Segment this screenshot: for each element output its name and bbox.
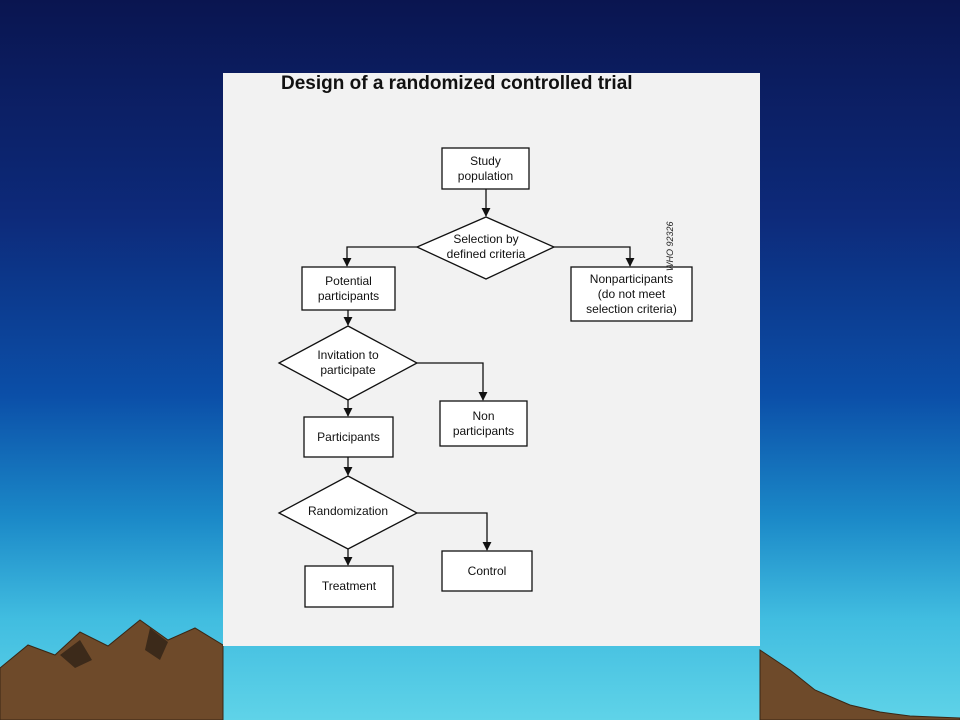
label-control: Control	[467, 563, 507, 578]
label-non-participants: Non participants	[452, 408, 515, 438]
label-nonparticipants: Nonparticipants (do not meet selection c…	[586, 271, 677, 316]
mountain-shadow	[60, 640, 92, 668]
label-potential-participants: Potential participants	[317, 273, 380, 303]
diagram-title: Design of a randomized controlled trial	[281, 73, 633, 94]
label-treatment: Treatment	[321, 579, 377, 593]
who-stamp: WHO 92326	[665, 221, 675, 271]
box-participants	[303, 416, 394, 458]
label-participants: Participants	[317, 429, 380, 444]
box-treatment	[304, 565, 394, 608]
connectors	[342, 189, 635, 566]
mountain-range-right	[759, 649, 960, 720]
label-randomization: Randomization	[307, 503, 389, 518]
label-invitation: Invitation to participate	[317, 348, 379, 377]
box-nonparticipants	[570, 266, 693, 322]
box-potential-participants	[301, 266, 396, 311]
diagram-card: Design of a randomized controlled trial …	[223, 73, 760, 646]
diamond-selection	[415, 216, 556, 280]
mountain-shadow-2	[145, 628, 168, 660]
flowchart-canvas	[277, 147, 693, 608]
label-selection: Selection by defined criteria	[446, 232, 526, 261]
box-control	[441, 550, 533, 592]
box-non-participants	[439, 400, 528, 447]
label-study-population: Study population	[457, 153, 514, 183]
mountain-range	[0, 619, 224, 720]
